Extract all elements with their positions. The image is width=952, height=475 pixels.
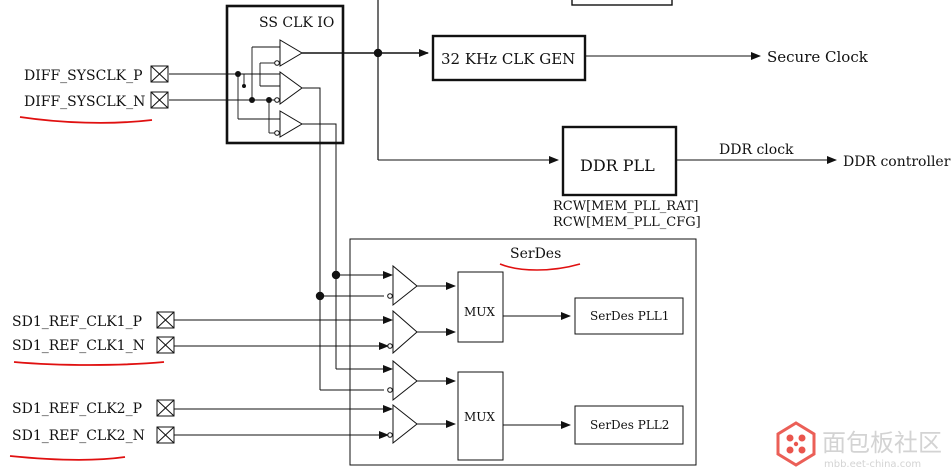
ss-clk-io-label: SS CLK IO (259, 15, 334, 31)
watermark-logo-icon (776, 421, 816, 467)
serdes-buffer-3 (387, 359, 418, 402)
watermark-url: mbb.eet-china.com (824, 459, 921, 470)
serdes-pll1-block (574, 297, 684, 335)
top-block-partial (571, 0, 673, 6)
ss-clk-io-block (225, 4, 345, 145)
secure-clock-label: Secure Clock (767, 48, 869, 66)
ddr-clock-label: DDR clock (719, 142, 794, 158)
pin-sd1-ref-clk1-n-pad (156, 336, 175, 354)
serdes-buffer-2 (387, 309, 418, 355)
ss-buffer-2 (274, 71, 303, 105)
serdes-pll1-label: SerDes PLL1 (590, 309, 669, 323)
pin-sd1-ref-clk1-p-label: SD1_REF_CLK1_P (12, 314, 142, 330)
ss-buffer-3 (274, 110, 303, 138)
ss-buffer-1 (274, 39, 303, 67)
pin-sd1-ref-clk2-p-pad (156, 399, 175, 417)
pin-diff-sysclk-n-label: DIFF_SYSCLK_N (24, 94, 145, 110)
pin-diff-sysclk-n-pad (150, 91, 169, 109)
serdes-pll2-block (574, 405, 684, 445)
pin-diff-sysclk-p-pad (150, 65, 169, 83)
clk-gen-32k-block (431, 34, 587, 82)
serdes-label: SerDes (510, 246, 561, 262)
mux-1-block (457, 271, 504, 343)
pin-sd1-ref-clk1-n-label: SD1_REF_CLK1_N (12, 338, 145, 354)
mux-2-label: MUX (464, 410, 495, 424)
pin-sd1-ref-clk2-n-label: SD1_REF_CLK2_N (12, 428, 145, 444)
serdes-buffer-1 (387, 264, 418, 307)
serdes-block (349, 238, 697, 466)
rcw-mem-pll-rat: RCW[MEM_PLL_RAT] (553, 199, 699, 214)
pin-sd1-ref-clk2-n-pad (156, 426, 175, 444)
ddr-pll-block (561, 125, 678, 197)
pin-diff-sysclk-p-label: DIFF_SYSCLK_P (24, 68, 143, 84)
pin-sd1-ref-clk2-p-label: SD1_REF_CLK2_P (12, 401, 142, 417)
serdes-buffer-4 (387, 403, 418, 445)
clk-gen-32k-label: 32 KHz CLK GEN (441, 50, 575, 68)
mux-1-label: MUX (464, 305, 495, 319)
serdes-pll2-label: SerDes PLL2 (590, 418, 669, 432)
watermark-text: 面包板社区 (822, 429, 942, 457)
ddr-controller-label: DDR controller (843, 154, 951, 170)
ddr-pll-label: DDR PLL (580, 156, 655, 175)
rcw-mem-pll-cfg: RCW[MEM_PLL_CFG] (553, 215, 701, 230)
pin-sd1-ref-clk1-p-pad (156, 311, 175, 329)
mux-2-block (457, 371, 504, 461)
